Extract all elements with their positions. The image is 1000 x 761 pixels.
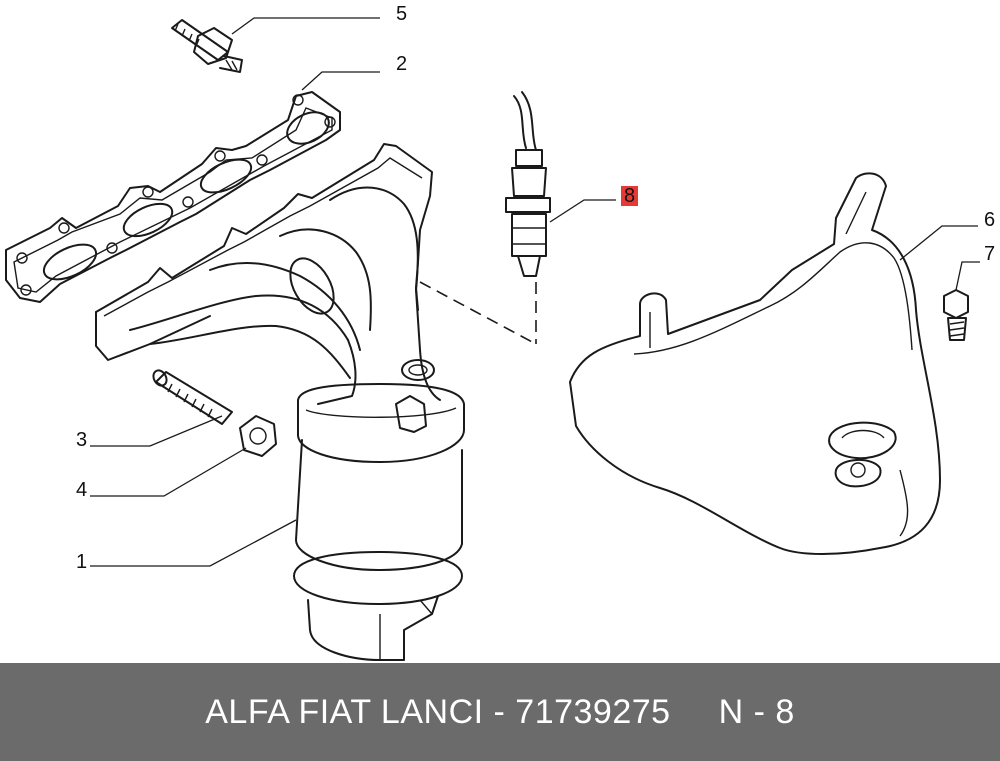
callout-1: 1 [76, 551, 88, 573]
part-4-nut [239, 415, 277, 457]
footer-banner: ALFA FIAT LANCI - 71739275 N - 8 [0, 663, 1000, 761]
part-2-gasket [5, 91, 341, 303]
callout-3: 3 [76, 429, 88, 451]
part-3-stud [152, 369, 233, 425]
part-number-label: ALFA FIAT LANCI - 71739275 [205, 692, 671, 731]
callout-8: 8 [621, 186, 639, 206]
callout-leaders [90, 17, 980, 567]
part-7-bolt [943, 289, 969, 341]
sensor-connection-line [419, 281, 537, 345]
exploded-parts-diagram [5, 17, 980, 661]
part-8-oxygen-sensor [505, 91, 551, 344]
callout-5: 5 [396, 3, 408, 25]
diagram-reference-label: N - 8 [718, 692, 795, 731]
part-1-manifold-catalyst [95, 143, 465, 661]
callout-4: 4 [76, 479, 88, 501]
part-6-heat-shield [569, 172, 941, 555]
callout-2: 2 [396, 53, 408, 75]
callout-6: 6 [984, 209, 996, 231]
callout-7: 7 [984, 243, 996, 265]
part-5-stud-bolt [171, 19, 243, 73]
